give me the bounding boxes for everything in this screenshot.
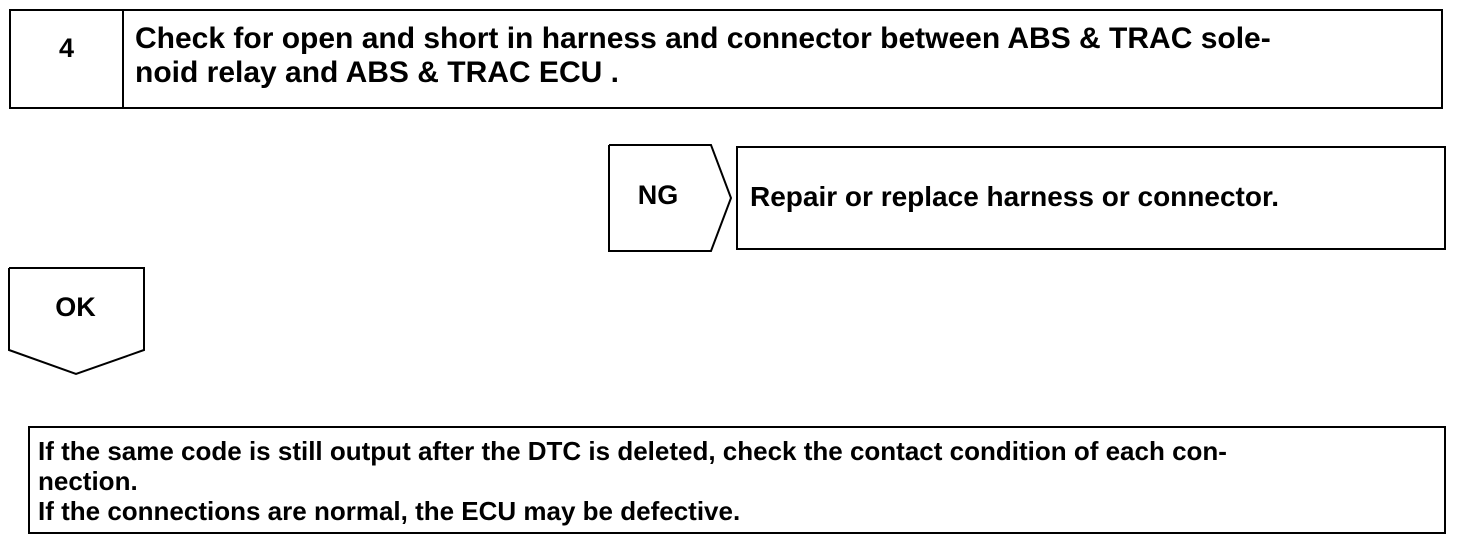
note-text: If the same code is still output after t… xyxy=(38,436,1438,526)
ng-action-text: Repair or replace harness or connector. xyxy=(750,181,1280,212)
ok-label: OK xyxy=(55,292,96,322)
ng-action-box xyxy=(736,146,1446,250)
ok-arrow-shape xyxy=(8,267,145,376)
note-line-3: If the connections are normal, the ECU m… xyxy=(38,496,741,526)
step-title: Check for open and short in harness and … xyxy=(135,22,1271,89)
note-line-2: nection. xyxy=(38,466,138,496)
ng-label: NG xyxy=(637,180,679,210)
step-box: 4 xyxy=(9,9,1443,109)
step-number: 4 xyxy=(11,11,124,107)
note-box xyxy=(28,426,1446,534)
note-line-1: If the same code is still output after t… xyxy=(38,436,1227,466)
ng-arrow-shape xyxy=(608,144,733,252)
